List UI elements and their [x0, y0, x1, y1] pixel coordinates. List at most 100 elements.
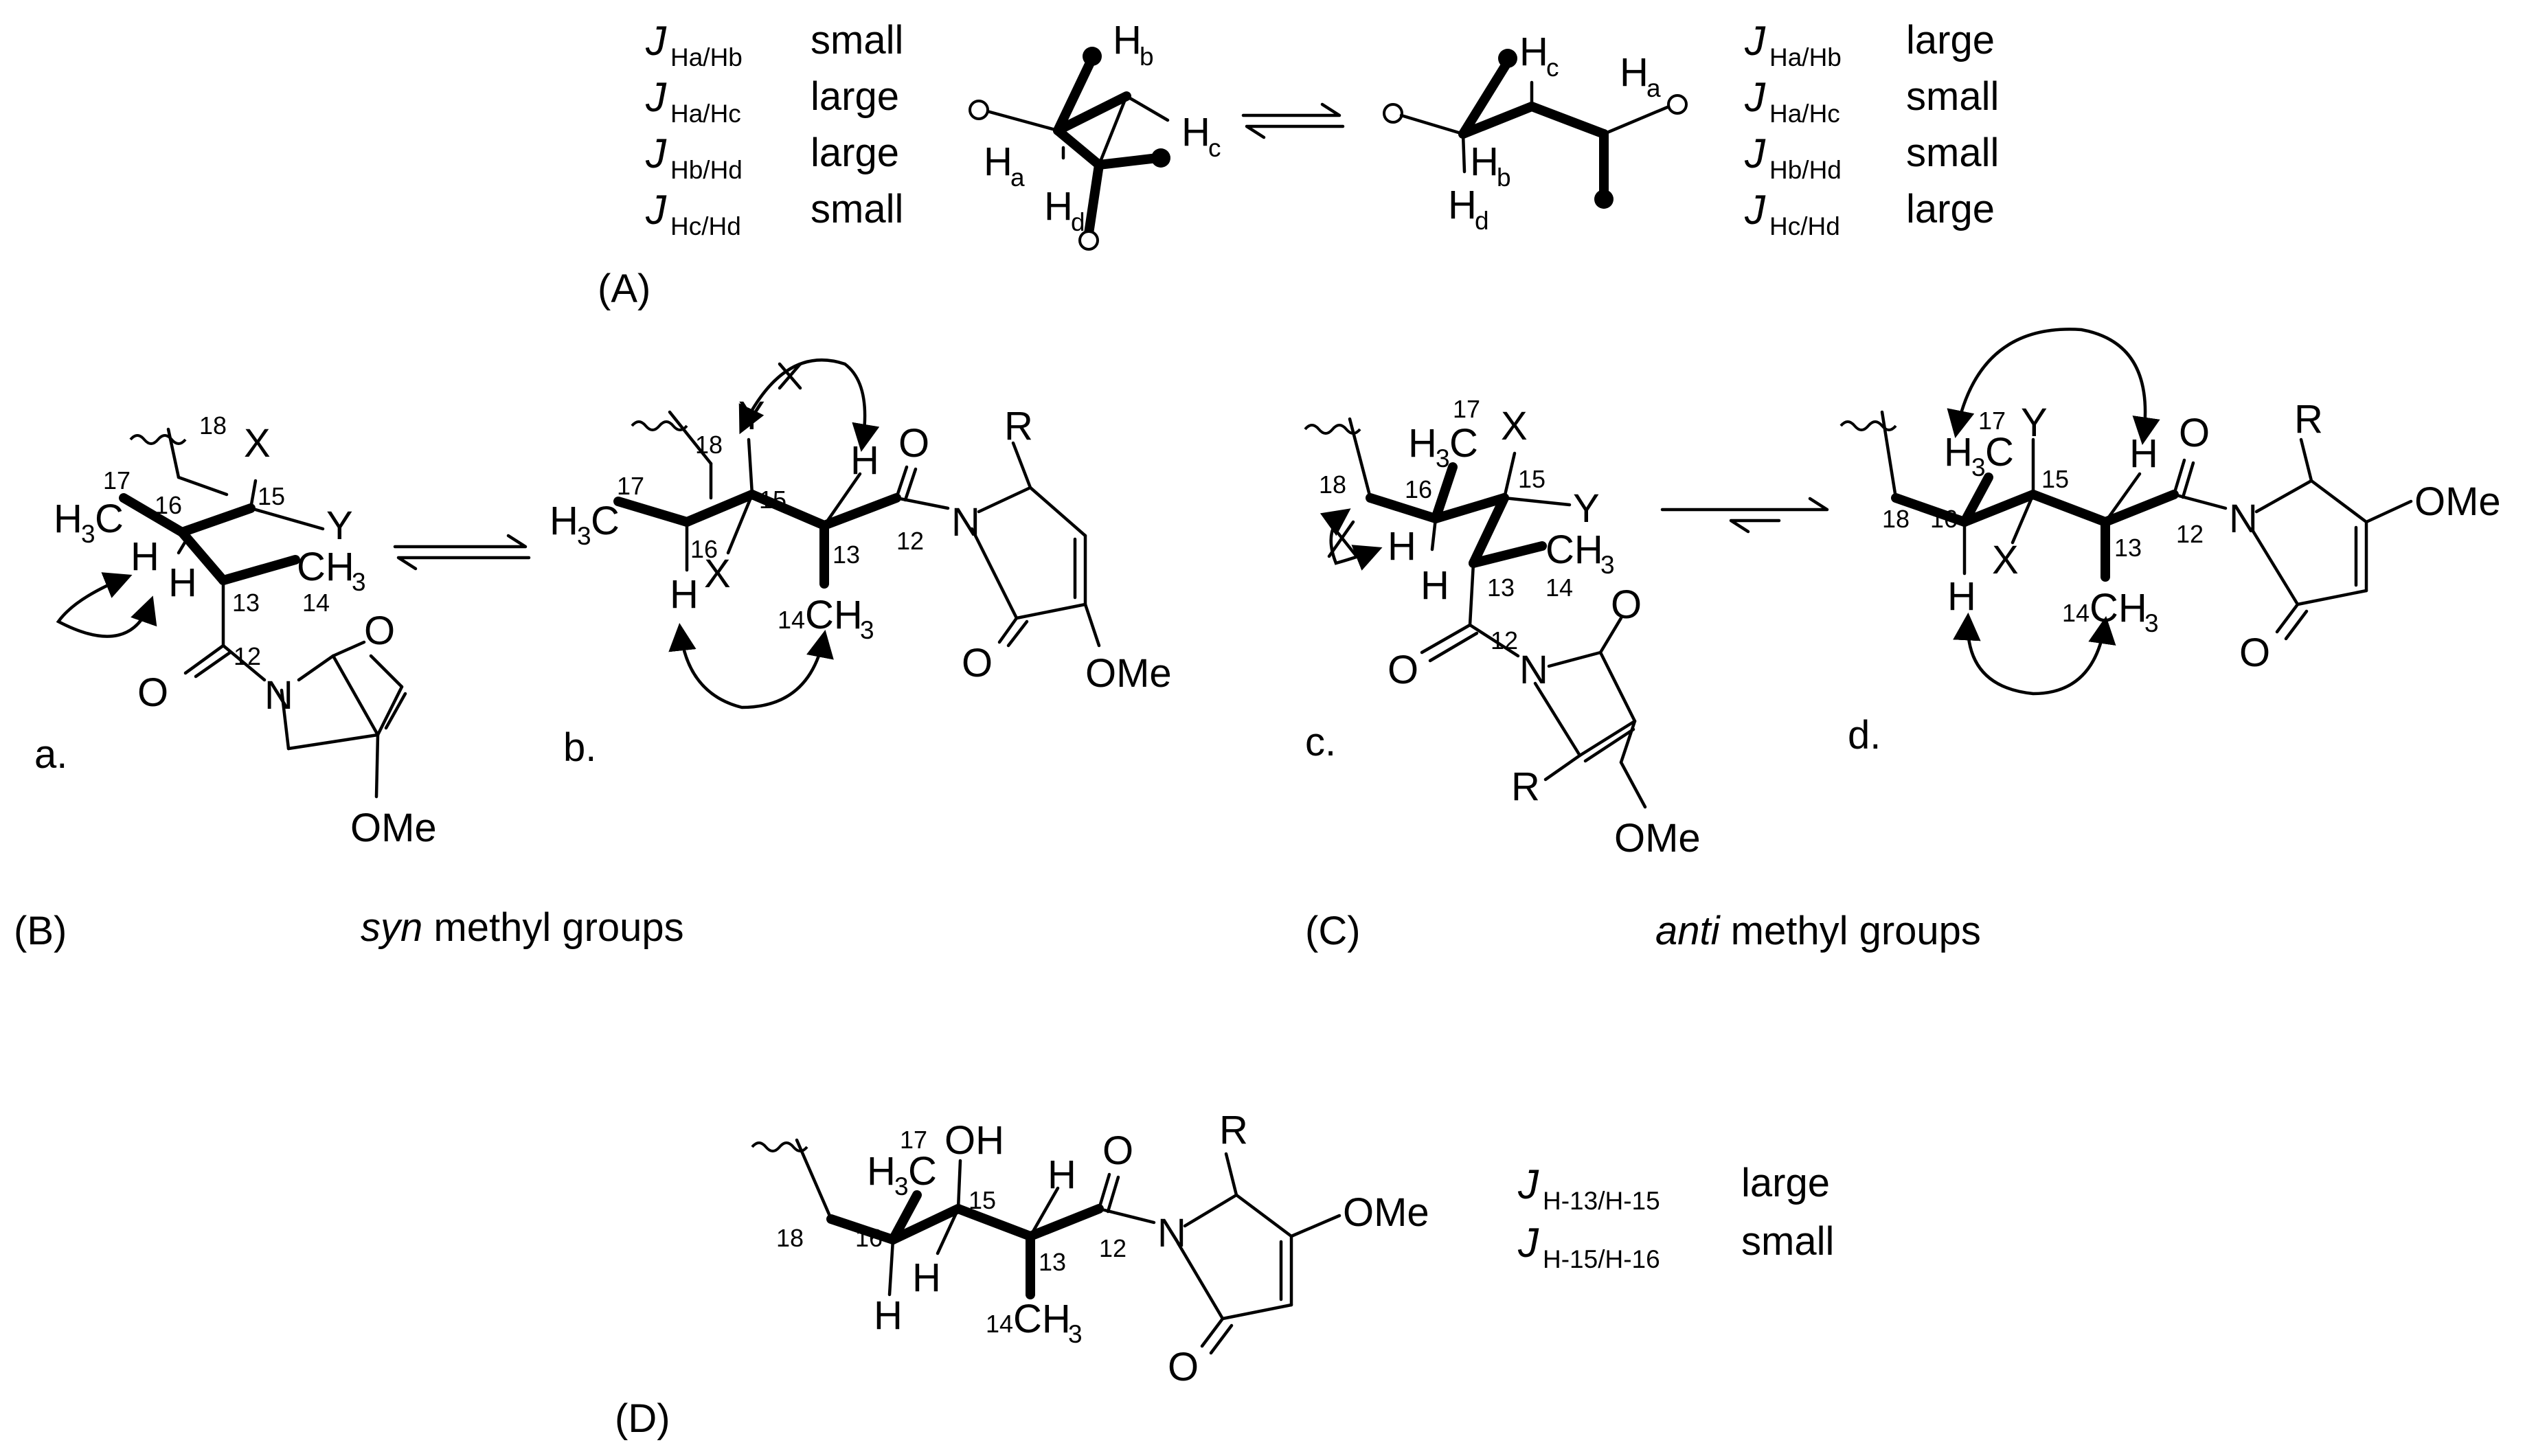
svg-text:large: large: [1906, 187, 1995, 231]
svg-text:large: large: [811, 130, 899, 175]
panel-c-caption: anti methyl groups: [1655, 909, 1981, 953]
svg-text:17: 17: [103, 466, 131, 494]
svg-text:H: H: [1470, 139, 1499, 184]
svg-text:H: H: [1408, 421, 1437, 466]
svg-text:12: 12: [1099, 1234, 1126, 1262]
svg-text:18: 18: [776, 1224, 804, 1252]
sub-label-d: d.: [1848, 713, 1881, 758]
svg-text:H: H: [550, 499, 578, 543]
svg-text:3: 3: [860, 616, 874, 644]
svg-text:13: 13: [1487, 573, 1515, 602]
svg-text:R: R: [2294, 397, 2323, 442]
svg-text:3: 3: [352, 568, 366, 596]
svg-text:N: N: [1157, 1211, 1186, 1255]
svg-text:H: H: [168, 560, 197, 605]
svg-text:small: small: [811, 187, 903, 231]
sub-label-c: c.: [1305, 720, 1336, 764]
svg-text:C: C: [95, 497, 124, 541]
svg-text:15: 15: [759, 486, 786, 514]
svg-text:C: C: [1985, 430, 2014, 475]
svg-text:H-15/H-16: H-15/H-16: [1543, 1245, 1660, 1273]
svg-text:3: 3: [2144, 609, 2159, 637]
svg-text:O: O: [1168, 1345, 1199, 1389]
svg-text:H: H: [850, 438, 879, 483]
svg-text:O: O: [137, 670, 168, 715]
svg-text:O: O: [1102, 1128, 1133, 1173]
svg-text:OMe: OMe: [2414, 479, 2501, 524]
svg-text:O: O: [1611, 582, 1642, 627]
svg-text:J: J: [645, 18, 667, 64]
conformer-right: Hc Ha Hb Hd: [1383, 30, 1688, 235]
svg-text:18: 18: [1319, 470, 1346, 499]
panel-a-label: (A): [598, 266, 650, 311]
conformer-left: Hb Hc Ha Hd: [969, 18, 1221, 251]
svg-text:CH: CH: [1013, 1297, 1071, 1341]
svg-text:H-13/H-15: H-13/H-15: [1543, 1187, 1660, 1215]
equilibrium-arrow: [393, 534, 531, 571]
svg-text:small: small: [1741, 1219, 1834, 1264]
svg-text:OMe: OMe: [350, 806, 437, 850]
svg-text:CH: CH: [297, 545, 354, 589]
svg-text:large: large: [811, 74, 899, 119]
svg-text:3: 3: [1436, 444, 1450, 473]
svg-text:Y: Y: [2021, 400, 2048, 445]
svg-text:b: b: [1140, 43, 1154, 71]
svg-text:J: J: [1744, 187, 1766, 233]
svg-text:d: d: [1071, 208, 1085, 236]
svg-text:H: H: [1048, 1152, 1076, 1197]
svg-text:3: 3: [1068, 1320, 1083, 1348]
svg-text:14: 14: [778, 606, 805, 634]
svg-text:H: H: [1448, 183, 1477, 227]
panel-d-label: (D): [615, 1396, 670, 1441]
svg-text:Hc/Hd: Hc/Hd: [670, 212, 741, 240]
svg-text:H: H: [1947, 574, 1976, 619]
svg-text:b: b: [1497, 163, 1511, 192]
svg-text:small: small: [1906, 74, 1999, 119]
svg-text:18: 18: [199, 411, 227, 440]
svg-text:17: 17: [1453, 395, 1480, 423]
svg-text:Y: Y: [1573, 486, 1600, 531]
svg-text:CH: CH: [1545, 527, 1603, 572]
svg-text:X: X: [1992, 538, 2019, 582]
svg-text:N: N: [1519, 648, 1548, 692]
svg-text:17: 17: [900, 1126, 927, 1154]
svg-text:J: J: [1517, 1161, 1539, 1207]
svg-text:15: 15: [2041, 465, 2069, 493]
equilibrium-arrow: [1660, 497, 1829, 534]
svg-text:O: O: [962, 641, 993, 685]
svg-text:H: H: [670, 572, 699, 617]
svg-text:Ha/Hc: Ha/Hc: [1769, 100, 1840, 128]
svg-text:O: O: [898, 421, 929, 466]
svg-text:C: C: [908, 1149, 937, 1194]
svg-text:13: 13: [2114, 534, 2142, 562]
svg-text:Ha/Hb: Ha/Hb: [670, 43, 743, 71]
svg-text:J: J: [1517, 1220, 1539, 1266]
svg-text:O: O: [364, 608, 395, 653]
svg-text:N: N: [951, 500, 980, 545]
sub-label-b: b.: [563, 725, 596, 770]
svg-text:13: 13: [833, 541, 860, 569]
svg-text:R: R: [1511, 764, 1540, 809]
svg-text:3: 3: [1600, 551, 1615, 579]
svg-text:15: 15: [969, 1186, 996, 1214]
svg-text:H: H: [54, 497, 82, 541]
svg-text:H: H: [1388, 524, 1416, 569]
svg-text:CH: CH: [2090, 586, 2147, 630]
svg-text:16: 16: [1930, 505, 1958, 533]
svg-text:J: J: [645, 187, 667, 233]
svg-text:12: 12: [234, 642, 261, 670]
svg-text:c: c: [1208, 134, 1221, 162]
svg-text:Hc/Hd: Hc/Hd: [1769, 212, 1840, 240]
svg-text:J: J: [1744, 74, 1766, 120]
svg-text:O: O: [2179, 411, 2210, 455]
svg-text:H: H: [1044, 184, 1073, 229]
